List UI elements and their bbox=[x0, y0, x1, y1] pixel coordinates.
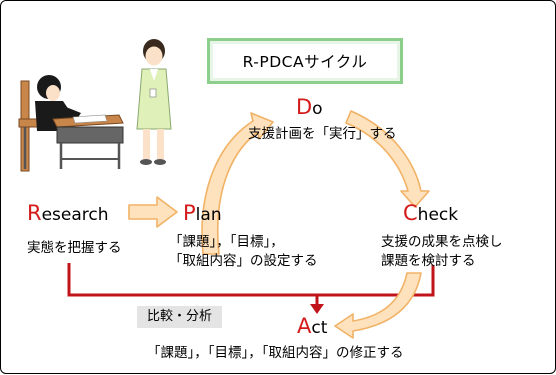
step-plan-initial: P bbox=[183, 201, 196, 225]
step-do-rest: o bbox=[312, 99, 323, 119]
step-check-initial: C bbox=[403, 201, 418, 225]
step-do-description: 支援計画を「実行」する bbox=[248, 126, 397, 142]
feedback-line bbox=[67, 263, 435, 314]
title-text: R-PDCAサイクル bbox=[242, 53, 368, 71]
step-plan-description: 「課題」，「目標」， 「取組内容」の設定する bbox=[169, 233, 318, 271]
step-plan-label: Plan bbox=[183, 203, 222, 224]
arrow-do-to-check bbox=[345, 110, 430, 208]
step-check-description: 支援の成果を点検し 課題を検討する bbox=[381, 233, 503, 271]
step-check-description-line-1: 支援の成果を点検し bbox=[381, 234, 503, 250]
diagram-title: R-PDCAサイクル bbox=[207, 38, 403, 84]
step-act-rest: ct bbox=[311, 318, 328, 338]
step-plan-rest: lan bbox=[195, 205, 222, 225]
step-research-description: 実態を把握する bbox=[27, 240, 122, 256]
student-at-desk-icon bbox=[18, 75, 124, 172]
arrow-plan-to-do bbox=[201, 112, 274, 255]
teacher-icon bbox=[136, 39, 172, 165]
step-research-initial: R bbox=[27, 201, 42, 225]
step-do-label: Do bbox=[296, 97, 323, 118]
step-research-rest: esearch bbox=[41, 205, 109, 225]
step-check-rest: heck bbox=[417, 205, 459, 225]
step-plan-description-line-1: 「課題」，「目標」， bbox=[169, 234, 284, 250]
compare-analyze-label: 比較・分析 bbox=[137, 306, 223, 328]
arrow-check-to-act bbox=[334, 272, 422, 339]
step-act-label: Act bbox=[297, 316, 327, 337]
step-research-label: Research bbox=[27, 203, 109, 224]
step-plan-description-line-2: 「取組内容」の設定する bbox=[169, 253, 318, 269]
step-do-initial: D bbox=[296, 95, 313, 119]
step-act-initial: A bbox=[297, 314, 312, 338]
arrow-research-to-plan bbox=[128, 196, 178, 228]
step-act-description: 「課題」，「目標」，「取組内容」の修正する bbox=[147, 345, 404, 361]
step-check-label: Check bbox=[403, 203, 458, 224]
step-check-description-line-2: 課題を検討する bbox=[381, 253, 476, 269]
